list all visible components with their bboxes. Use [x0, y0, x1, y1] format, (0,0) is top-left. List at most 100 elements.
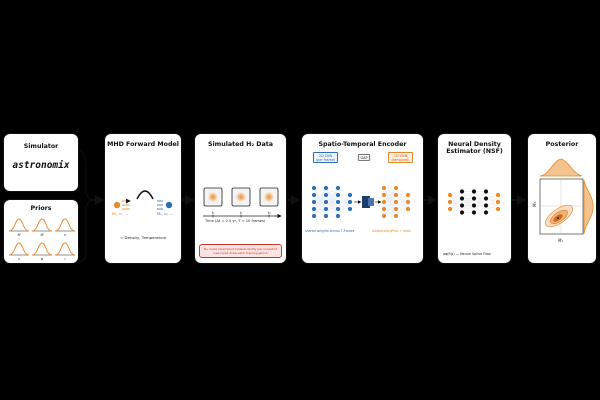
nde-node [483, 203, 489, 208]
nde-edge [449, 198, 463, 210]
encoder-edge [383, 187, 397, 196]
encoder-edge [313, 187, 327, 196]
nde-edge [461, 198, 475, 213]
cnn2d-tag-line1: 2D CNN [318, 153, 333, 158]
noise-note-line1: Nₘ noise resampled independently per sna… [204, 246, 277, 251]
encoder-network [311, 185, 411, 219]
prior-curve [8, 242, 30, 256]
simdata-frames [203, 187, 282, 219]
encoder-node [311, 199, 317, 205]
encoder-edge [325, 194, 339, 217]
encoder-edge [383, 201, 397, 217]
simdata-title: Simulated H₂ Data [207, 141, 274, 148]
nde-node [459, 203, 465, 208]
mhd-box: MHD Forward Model M₁, v₁, ... M₂, v₂, ..… [104, 133, 182, 264]
time-caption: Time (Δt = 0.5 yr, T = 10 frames) [205, 219, 266, 223]
encoder-node [393, 199, 399, 205]
shared-weights-caption: shared weights across T frames [305, 229, 355, 233]
prior-param-label: i [65, 257, 66, 261]
encoder-node [381, 206, 387, 212]
encoder-node [311, 213, 317, 219]
cnn1d-tag-line2: (temporal) [391, 157, 410, 162]
orange-body [113, 201, 121, 209]
nde-edge [485, 194, 499, 206]
encoder-edge [325, 187, 339, 210]
gap-block [362, 196, 370, 208]
encoder-node [381, 185, 387, 191]
encoder-node [323, 199, 329, 205]
encoder-edge [313, 201, 327, 217]
nde-edge [461, 191, 475, 213]
mhd-illustration [113, 190, 173, 210]
cnn2d-tag: 2D CNN (per frame) [313, 152, 338, 164]
nde-edge [461, 205, 475, 213]
time-tick-1: t₁ [212, 211, 215, 215]
encoder-node [311, 192, 317, 198]
encoder-node [335, 185, 341, 191]
prior-param-label: φ [41, 257, 44, 261]
mhd-right-label: M₂, v₂, ... [157, 212, 174, 216]
simulator-box: Simulator astronomix [3, 133, 79, 192]
encoder-node [323, 192, 329, 198]
encoder-title: Spatio-Temporal Encoder [318, 141, 407, 148]
nde-edge [461, 191, 475, 199]
posterior-plot [539, 158, 594, 235]
nde-node [447, 199, 453, 205]
prior-curve [31, 218, 53, 232]
encoder-edge [395, 194, 409, 210]
encoder-edge [395, 201, 409, 217]
nde-title-line1: Neural Density [448, 141, 501, 148]
prior-curve [54, 218, 76, 232]
encoder-node [393, 213, 399, 219]
nde-edge [461, 191, 475, 206]
nde-node [471, 203, 477, 208]
frame-3 [259, 187, 279, 207]
nde-edge [485, 194, 499, 213]
nde-network [447, 189, 501, 215]
mhd-title: MHD Forward Model [107, 141, 179, 148]
encoder-edge [313, 194, 327, 217]
nde-node [495, 206, 501, 212]
encoder-node [335, 192, 341, 198]
nde-node [483, 196, 489, 201]
encoder-edge [337, 194, 351, 210]
encoder-node [381, 199, 387, 205]
posterior-box: Posterior M₁ M₂ [527, 133, 597, 264]
simdata-box: Simulated H₂ Data t₁ t₂ t₃ Time (Δt = 0.… [194, 133, 287, 264]
gap-block-back [368, 198, 374, 206]
encoder-node [311, 206, 317, 212]
prior-curve [31, 242, 53, 256]
encoder-edge [325, 187, 339, 203]
prior-param-label: v [64, 233, 66, 237]
nde-title-line2: Estimator (NSF) [446, 148, 503, 156]
gap-tag: GAP [358, 154, 370, 162]
encoder-edge [337, 208, 351, 217]
mhd-caption: = Density, Temperature [120, 235, 167, 240]
nde-box: Neural Density Estimator (NSF) qφ(θ|s) —… [437, 133, 512, 264]
marginal-top [539, 158, 583, 177]
encoder-edge [395, 194, 409, 217]
nde-node [471, 196, 477, 201]
time-tick-3: t₃ [268, 211, 271, 215]
encoder-node [405, 199, 411, 205]
cnn2d-tag-line2: (per frame) [315, 157, 336, 162]
mhd-left-label: M₁, v₁, ... [112, 212, 129, 216]
nde-edge [485, 201, 499, 213]
cnn1d-tag: 1D CNN (temporal) [388, 152, 413, 164]
nde-edge [473, 205, 487, 213]
encoder-node [323, 213, 329, 219]
encoder-node [311, 185, 317, 191]
nde-edge [473, 191, 487, 199]
prior-param-label: M [41, 233, 44, 237]
pool-caption: AdaptiveAvgPool + head [372, 229, 411, 233]
frame-1 [203, 187, 223, 207]
encoder-node [335, 199, 341, 205]
merge-brace [77, 149, 95, 263]
encoder-edge [337, 201, 351, 217]
posterior-xlabel: M₁ [558, 238, 564, 243]
encoder-edge [325, 201, 339, 217]
nde-node [459, 189, 465, 194]
